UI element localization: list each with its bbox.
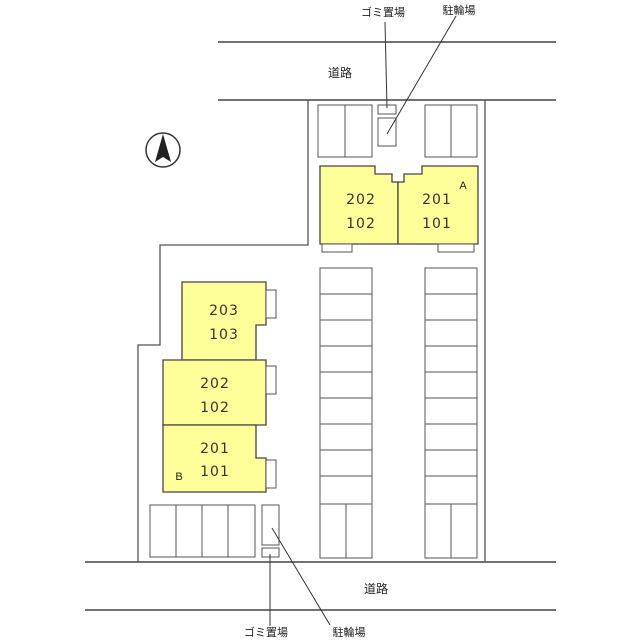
north-bicycle-label: 駐輪場 xyxy=(443,3,476,17)
building-b-unit-top-upper: 203 xyxy=(209,303,239,319)
north-road-label: 道路 xyxy=(328,65,352,80)
building-b-unit-top xyxy=(181,281,267,361)
building-a-unit-right xyxy=(397,165,479,245)
south-garbage-label: ゴミ置場 xyxy=(244,625,288,639)
building-b-unit-bottom xyxy=(162,424,267,493)
south-road-label: 道路 xyxy=(364,581,388,596)
building-a-unit-left-lower: 102 xyxy=(346,216,376,232)
building-b-balcony-2 xyxy=(265,365,277,395)
north-garbage-label: ゴミ置場 xyxy=(361,5,405,19)
north-bicycle-leader xyxy=(386,15,457,135)
parking-north-right xyxy=(424,104,478,158)
parking-south-left xyxy=(149,504,256,558)
building-b-unit-middle xyxy=(162,359,267,426)
north-bicycle-area xyxy=(377,117,397,147)
building-b xyxy=(162,281,277,493)
building-b-balcony-1 xyxy=(265,289,277,319)
building-b-balcony-3 xyxy=(265,459,277,489)
building-a-unit-left-upper: 202 xyxy=(346,192,376,208)
south-bicycle-leader xyxy=(271,527,331,626)
north-garbage-leader xyxy=(384,21,388,109)
lot-boundary xyxy=(137,100,309,562)
building-a-step-left xyxy=(321,243,353,253)
parking-north-left xyxy=(317,104,373,158)
building-a xyxy=(319,165,479,253)
building-b-unit-bottom-upper: 201 xyxy=(200,441,230,457)
building-b-letter: B xyxy=(175,471,182,483)
parking-column-middle xyxy=(319,267,373,559)
south-bicycle-label: 駐輪場 xyxy=(333,625,366,639)
south-road xyxy=(85,561,556,611)
building-a-unit-right-upper: 201 xyxy=(422,192,452,208)
parking-column-right xyxy=(424,267,478,559)
north-arrow-icon xyxy=(145,132,181,168)
building-a-unit-right-lower: 101 xyxy=(422,216,452,232)
building-b-unit-middle-lower: 102 xyxy=(200,400,230,416)
south-bicycle-area xyxy=(261,504,280,546)
building-a-letter: A xyxy=(459,180,467,192)
building-b-unit-middle-upper: 202 xyxy=(200,376,230,392)
building-b-unit-top-lower: 103 xyxy=(209,327,239,343)
building-a-step-right xyxy=(437,243,475,253)
building-b-unit-bottom-lower: 101 xyxy=(200,464,230,480)
